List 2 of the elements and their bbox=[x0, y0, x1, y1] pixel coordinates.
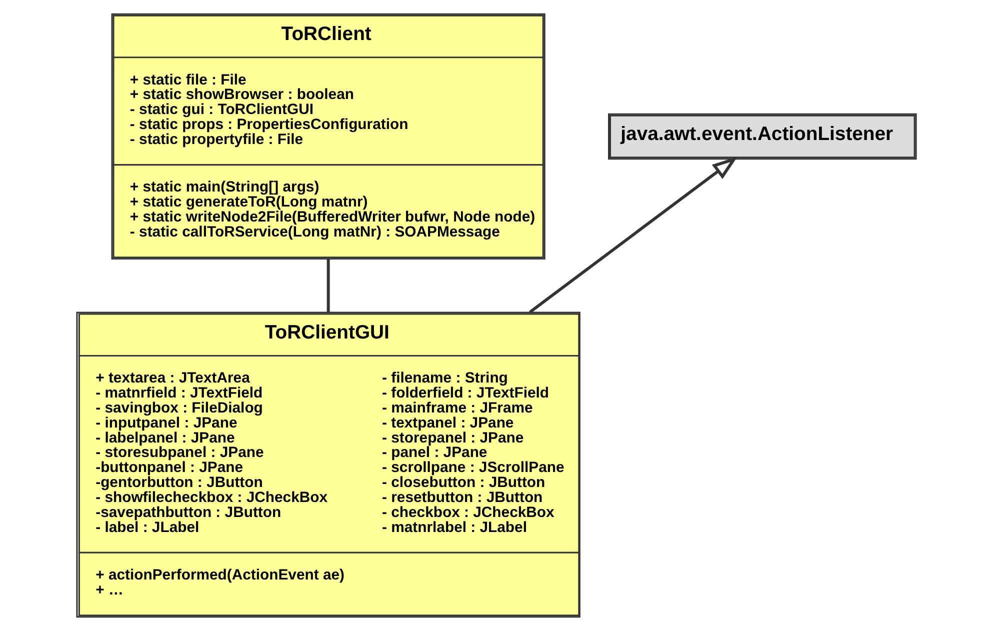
connector bbox=[326, 259, 330, 312]
arrow bbox=[528, 156, 738, 314]
